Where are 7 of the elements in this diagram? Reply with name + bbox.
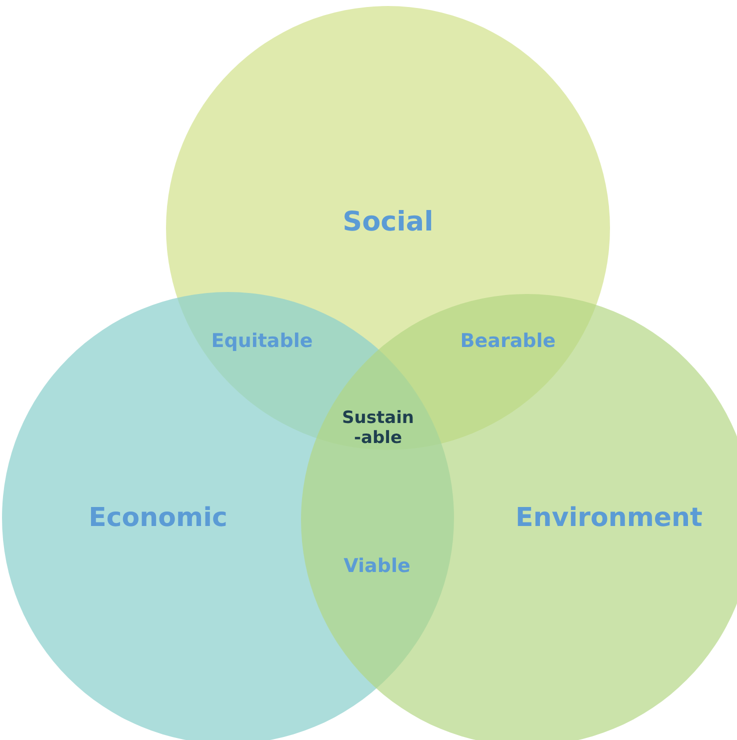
circle-title: Social — [342, 206, 434, 238]
circle-title: Economic — [88, 503, 228, 533]
overlap-label: Sustain -able — [341, 408, 415, 448]
overlap-label: Viable — [344, 555, 410, 577]
overlap-label: Equitable — [211, 330, 313, 352]
overlap-label: Bearable — [460, 330, 556, 352]
circle-title: Environment — [516, 503, 702, 533]
